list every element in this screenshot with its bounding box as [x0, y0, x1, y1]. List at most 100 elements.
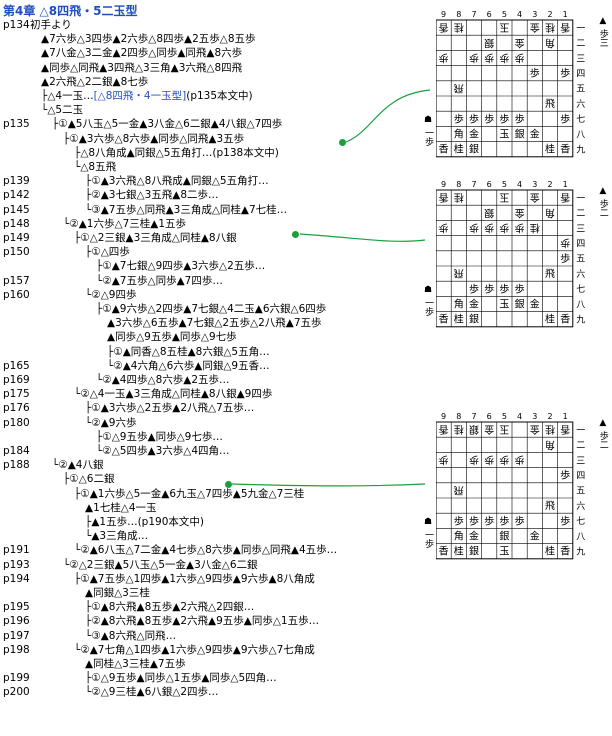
page-ref: p194 [3, 572, 30, 585]
dot-3 [225, 481, 232, 488]
file-label: 4 [517, 412, 522, 421]
svg-text:桂: 桂 [545, 423, 555, 436]
svg-text:桂: 桂 [454, 545, 464, 558]
rank-label: 七 [576, 516, 585, 527]
piece: 歩 [469, 514, 479, 527]
svg-text:香: 香 [439, 191, 449, 203]
piece: 香 [560, 546, 570, 558]
piece: 香 [560, 144, 570, 156]
rank-label: 四 [576, 240, 585, 250]
page-ref: p175 [3, 388, 30, 401]
piece: 飛 [454, 267, 464, 279]
page-ref: p142 [3, 189, 30, 202]
svg-text:歩: 歩 [499, 454, 509, 467]
svg-text:金: 金 [515, 206, 525, 219]
svg-text:歩: 歩 [439, 222, 449, 235]
move-line: ▲7六歩△3四歩▲2六歩△8四歩▲2五歩△8五歩 [41, 33, 256, 46]
move-line: ├①▲3六飛△8八飛成▲同銀△5五角打… [85, 175, 269, 188]
file-label: 9 [441, 180, 446, 189]
page-ref: p149 [3, 232, 30, 244]
svg-text:玉: 玉 [499, 300, 509, 311]
move-line: └△5二玉 [41, 104, 84, 117]
piece: 歩 [439, 52, 449, 65]
piece: 銀 [484, 206, 494, 219]
svg-text:金: 金 [530, 530, 540, 543]
file-label: 6 [487, 10, 492, 19]
piece: 香 [439, 144, 449, 156]
svg-text:金: 金 [530, 423, 540, 436]
svg-text:玉: 玉 [499, 423, 509, 434]
move-line: ▲2六飛△2二銀▲8七歩 [41, 75, 149, 88]
move-line: └②▲4八銀 [52, 459, 104, 472]
svg-text:飛: 飛 [545, 268, 555, 280]
file-label: 5 [502, 180, 507, 189]
move-line: └②▲4四歩△8六歩▲2五歩… [96, 374, 230, 386]
svg-text:歩: 歩 [560, 514, 570, 527]
move-line: ├▲1五歩…(p190本文中) [85, 516, 204, 528]
piece: 玉 [499, 300, 509, 311]
piece: 桂 [454, 423, 464, 436]
move-line: ├①▲3六歩△2五歩▲2八飛△7五歩… [85, 402, 255, 415]
piece: 歩 [560, 252, 570, 265]
piece: 桂 [454, 313, 464, 326]
svg-text:飛: 飛 [545, 98, 555, 110]
file-label: 8 [456, 412, 461, 421]
move-line: └②△5四歩▲3六歩△4四角… [96, 445, 230, 457]
svg-text:歩: 歩 [454, 112, 464, 125]
svg-text:香: 香 [560, 144, 570, 156]
rank-label: 六 [576, 500, 585, 512]
rank-label: 七 [576, 284, 585, 295]
page-ref: p200 [3, 686, 30, 699]
page-ref: p134 [3, 19, 30, 31]
piece: 歩 [484, 222, 494, 235]
svg-text:飛: 飛 [454, 267, 464, 279]
move-line: ▲同桂△3三桂▲7五歩 [85, 658, 186, 670]
piece: 歩 [454, 514, 464, 527]
svg-text:歩: 歩 [515, 112, 525, 125]
svg-text:歩: 歩 [515, 514, 525, 527]
move-line: ├①△6二銀 [63, 473, 115, 486]
svg-text:香: 香 [560, 314, 570, 326]
piece: 角 [454, 531, 464, 543]
file-label: 3 [532, 412, 537, 421]
page-ref: p195 [3, 601, 30, 614]
sente-hand: ▲ 歩二 [597, 418, 608, 449]
dot-2 [292, 231, 299, 238]
svg-text:角: 角 [454, 129, 464, 141]
svg-text:金: 金 [469, 298, 479, 311]
move-line: ├①▲7五歩△1四歩▲1六歩△9四歩▲9六歩▲8八角成 [74, 572, 315, 585]
piece: 飛 [545, 98, 555, 110]
piece: 銀 [469, 545, 479, 558]
move-line: └△8五飛 [74, 161, 117, 173]
svg-text:香: 香 [439, 314, 449, 326]
piece: 金 [530, 423, 540, 436]
piece: 金 [469, 298, 479, 311]
svg-text:桂: 桂 [530, 222, 540, 235]
piece: 玉 [499, 130, 509, 141]
piece: 桂 [454, 545, 464, 558]
svg-text:歩: 歩 [560, 112, 570, 125]
page-ref: p160 [3, 288, 30, 301]
piece: 歩 [515, 222, 525, 235]
piece: 銀 [499, 530, 509, 543]
piece: 歩 [560, 514, 570, 527]
piece: 金 [515, 36, 525, 49]
piece: 桂 [545, 423, 555, 436]
piece: 金 [530, 298, 540, 311]
piece: 角 [454, 129, 464, 141]
svg-text:歩: 歩 [499, 514, 509, 527]
sente-hand: ▲ 歩三 [597, 16, 608, 47]
svg-text:歩: 歩 [515, 222, 525, 235]
svg-text:角: 角 [545, 438, 555, 450]
svg-text:香: 香 [439, 423, 449, 435]
file-label: 5 [502, 10, 507, 19]
svg-text:銀: 銀 [484, 206, 494, 219]
svg-text:金: 金 [469, 530, 479, 543]
piece: 金 [530, 530, 540, 543]
file-label: 1 [563, 412, 568, 421]
piece: 歩 [469, 454, 479, 467]
rank-label: 三 [576, 54, 585, 64]
piece: 銀 [515, 128, 525, 141]
svg-text:銀: 銀 [469, 143, 479, 156]
svg-text:飛: 飛 [454, 82, 464, 94]
